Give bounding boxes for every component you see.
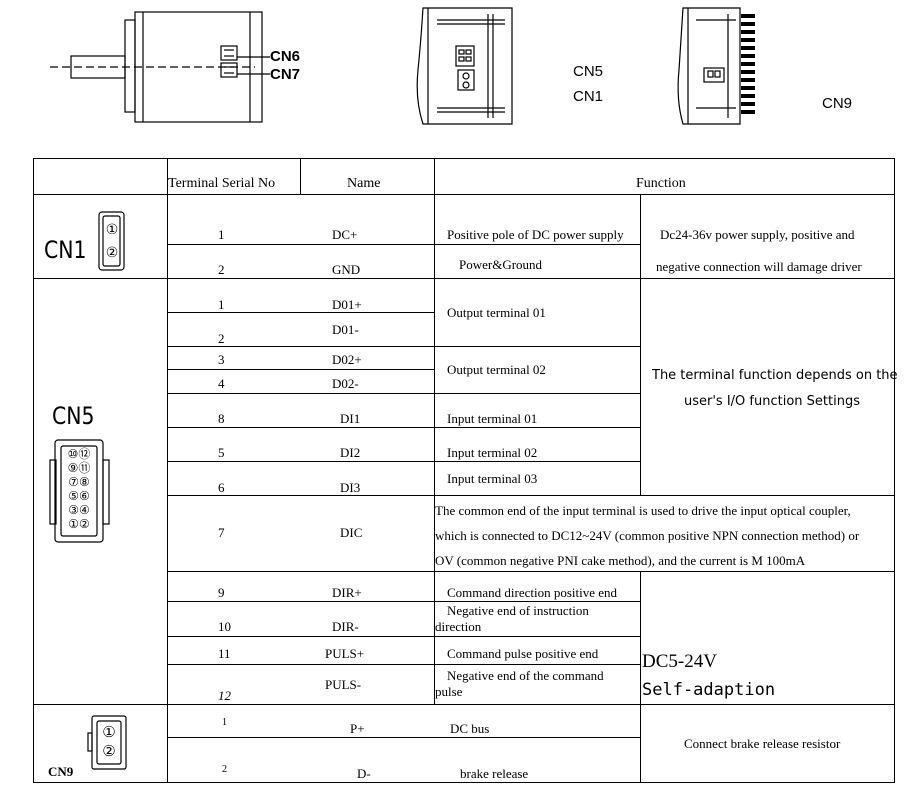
cn5-drawing-label: CN5 [573, 63, 604, 80]
connector-location-drawings [50, 7, 755, 125]
cn5-row-2-name: D01- [332, 322, 359, 337]
cn5-io-note-line-2: user's I/O function Settings [684, 394, 860, 409]
cn5-row-3-no: 3 [218, 352, 225, 367]
header-serial-no: Terminal Serial No [168, 176, 276, 191]
cn9-row-1-name: P+ [350, 721, 365, 736]
cn9-row-1-no: 1 [222, 717, 227, 728]
cn9-connector-icon [87, 715, 127, 770]
cn1-group-label: CN1 [44, 236, 87, 264]
cn5-row-1-name: D01+ [332, 297, 362, 312]
cn1-drawing-label: CN1 [573, 88, 604, 105]
cn5-row-10-func-line-1: Negative end of instruction [447, 603, 589, 618]
cn5-pin-row-4: ⑤⑥ [68, 489, 90, 503]
cn5-row-12-func-line-1: Negative end of the command [447, 668, 604, 683]
cn5-row-7-name: DI3 [340, 480, 361, 495]
cn5-pin-row-3: ⑦⑧ [68, 475, 90, 489]
cn1-row-2-func: Power&Ground [459, 257, 543, 272]
cn1-row-2-no: 2 [218, 262, 225, 277]
cn5-row-4-no: 4 [218, 376, 225, 391]
cn5-row-11-no: 11 [218, 646, 231, 661]
cn5-row-7-func: Input terminal 03 [447, 471, 538, 486]
cn1-row-2-name: GND [332, 262, 361, 277]
cn9-row-2-name: D- [357, 766, 371, 781]
cn5-group-label: CN5 [52, 402, 95, 430]
cn5-row-6-func: Input terminal 02 [447, 445, 538, 460]
cn5-io-note-line-1: The terminal function depends on the [652, 368, 898, 383]
cn9-drawing-label: CN9 [822, 95, 853, 112]
cn9-row-2-func: brake release [460, 766, 529, 781]
cn1-note-line-1: Dc24-36v power supply, positive and [660, 227, 855, 242]
cn5-pin-row-5: ③④ [68, 503, 90, 517]
cn5-row-11-name: PULS+ [325, 646, 365, 661]
cn9-pin-1: ① [102, 723, 116, 741]
cn5-row-8-name: DIC [340, 525, 363, 540]
driver-view-cn5-cn1 [416, 7, 513, 125]
cn6-label: CN6 [270, 48, 301, 65]
cn9-group-label: CN9 [48, 764, 74, 779]
cn5-row-10-func-line-2: direction [435, 619, 482, 634]
driver-view-cn9 [677, 7, 741, 125]
cn5-row-5-name: DI1 [340, 411, 361, 426]
cn5-pin-row-6: ①② [68, 517, 90, 531]
cn5-row-12-func-line-2: pulse [435, 684, 463, 699]
cn1-pin-2: ② [105, 245, 119, 261]
cn5-pin-row-2: ⑨⑪ [67, 461, 91, 475]
cn5-output-01-func: Output terminal 01 [447, 305, 546, 320]
cn5-output-02-func: Output terminal 02 [447, 362, 546, 377]
cn5-row-12-no: 12 [218, 688, 231, 703]
cn5-row-9-func: Command direction positive end [447, 585, 618, 600]
cn1-row-1-no: 1 [218, 227, 225, 242]
header-function: Function [636, 176, 686, 191]
cn5-row-6-name: DI2 [340, 445, 361, 460]
cn1-row-1-func: Positive pole of DC power supply [447, 227, 624, 242]
cn5-row-2-no: 2 [218, 331, 225, 346]
cn5-dic-line-3: OV (common negative PNI cake method), an… [435, 553, 806, 568]
cn5-pin-row-1: ⑩⑫ [67, 447, 91, 461]
cn5-row-5-func: Input terminal 01 [447, 411, 538, 426]
cn5-row-6-no: 5 [218, 445, 225, 460]
cn5-row-4-name: D02- [332, 376, 359, 391]
cn5-connector-icon [49, 439, 110, 543]
cn5-row-9-name: DIR+ [332, 585, 362, 600]
cn5-row-12-name: PULS- [325, 677, 362, 692]
cn7-label: CN7 [270, 66, 301, 83]
cn5-row-11-func: Command pulse positive end [447, 646, 599, 661]
cn5-pulse-note-line-2: Self-adaption [642, 680, 776, 700]
header-name: Name [347, 176, 381, 191]
cn1-row-1-name: DC+ [332, 227, 358, 242]
cn5-dic-line-1: The common end of the input terminal is … [435, 503, 851, 518]
cn1-note-line-2: negative connection will damage driver [656, 259, 862, 274]
cn1-connector-icon [98, 211, 125, 271]
cn5-row-5-no: 8 [218, 411, 225, 426]
cn5-row-1-no: 1 [218, 297, 225, 312]
cn5-pulse-note-line-1: DC5-24V [642, 651, 717, 672]
cn5-row-7-no: 6 [218, 480, 225, 495]
cn5-dic-line-2: which is connected to DC12~24V (common p… [435, 528, 860, 543]
cn5-row-9-no: 9 [218, 585, 225, 600]
heat-sink-fins [741, 14, 755, 114]
cn9-pin-2: ② [102, 742, 116, 760]
cn5-row-10-no: 10 [218, 619, 231, 634]
cn9-note: Connect brake release resistor [684, 736, 841, 751]
cn5-row-3-name: D02+ [332, 352, 362, 367]
motor-side-view [50, 11, 270, 123]
cn9-row-2-no: 2 [222, 764, 227, 775]
cn5-row-8-no: 7 [218, 525, 225, 540]
cn9-row-1-func: DC bus [450, 721, 490, 736]
cn5-row-10-name: DIR- [332, 619, 359, 634]
cn1-pin-1: ① [105, 222, 119, 238]
